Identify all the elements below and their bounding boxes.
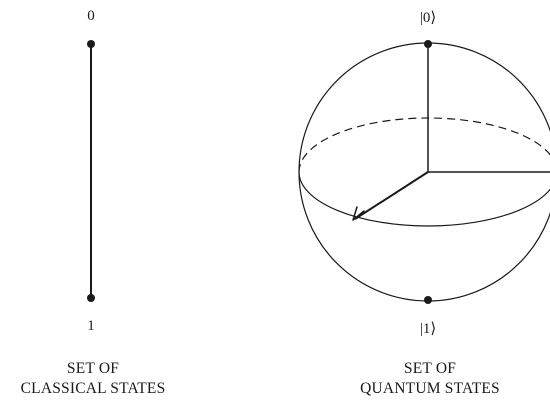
bloch-state-vector-arrowhead — [352, 206, 365, 221]
classical-state-1-label: 1 — [87, 318, 95, 334]
bloch-state-vector — [354, 171, 429, 220]
classical-state-0-point — [87, 40, 95, 48]
classical-states-panel: 0 1 SET OF CLASSICAL STATES — [21, 8, 166, 397]
bloch-equator-front — [298, 171, 550, 227]
quantum-ket-0-label: |0⟩ — [420, 10, 436, 26]
classical-caption-line1: SET OF — [67, 360, 119, 377]
classical-state-1-point — [87, 294, 95, 302]
quantum-states-panel: |0⟩ |1⟩ — [298, 10, 550, 337]
bloch-south-pole-point — [424, 296, 432, 304]
bloch-north-pole-point — [424, 40, 432, 48]
quantum-caption-line1: SET OF — [404, 360, 456, 377]
classical-state-0-label: 0 — [87, 8, 95, 24]
classical-caption-line2: CLASSICAL STATES — [21, 380, 166, 397]
quantum-caption-line2: QUANTUM STATES — [360, 380, 500, 397]
quantum-ket-1-label: |1⟩ — [420, 321, 436, 337]
bloch-equator-back — [298, 117, 550, 173]
